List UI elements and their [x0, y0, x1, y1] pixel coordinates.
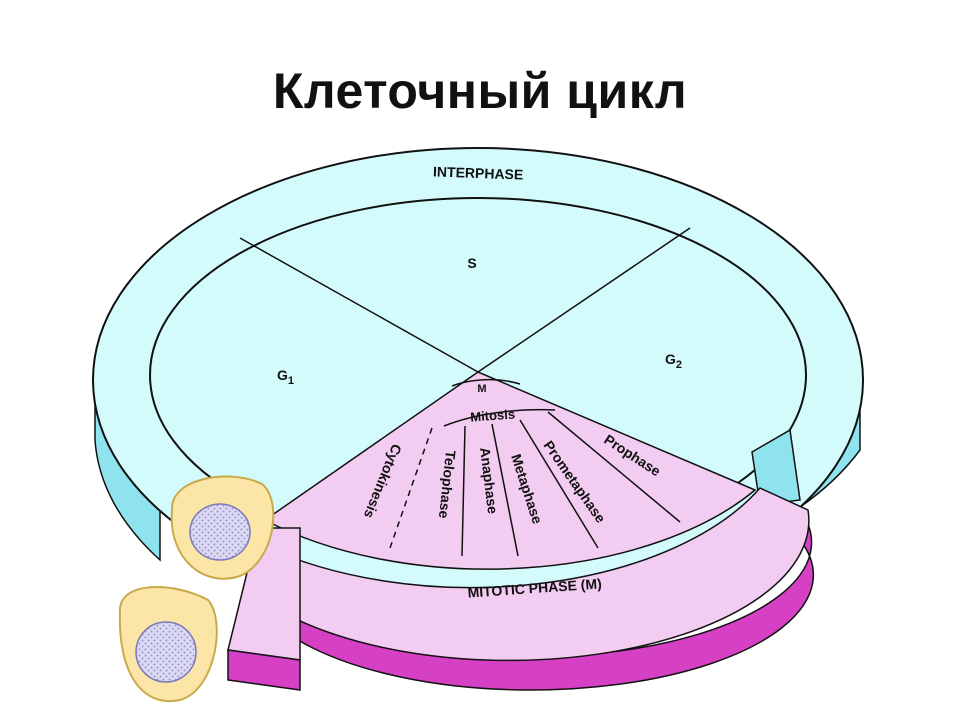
daughter-cell-upper: [170, 475, 275, 580]
m-arc: [451, 378, 521, 387]
stage-dividers: [389, 411, 681, 557]
mitotic-sector: [263, 371, 757, 570]
s-phase-label: S: [467, 255, 476, 271]
mitosis-label: Mitosis: [470, 406, 516, 424]
daughter-cell-lower: [118, 586, 218, 703]
divider-s-g2: [477, 227, 691, 373]
mitotic-arrowhead-side: [227, 649, 301, 691]
mitotic-band: [261, 487, 810, 662]
mitosis-arc: [443, 408, 556, 427]
m-label: M: [477, 383, 486, 395]
divider-g1-s: [239, 237, 479, 373]
g2-phase-label: G2: [665, 351, 682, 371]
interphase-arrowhead: [751, 428, 801, 506]
interphase-label: INTERPHASE: [433, 163, 524, 182]
page-title: Клеточный цикл: [272, 63, 688, 119]
stage-telophase: Telophase: [436, 450, 459, 520]
g1-phase-label: G1: [277, 367, 294, 387]
